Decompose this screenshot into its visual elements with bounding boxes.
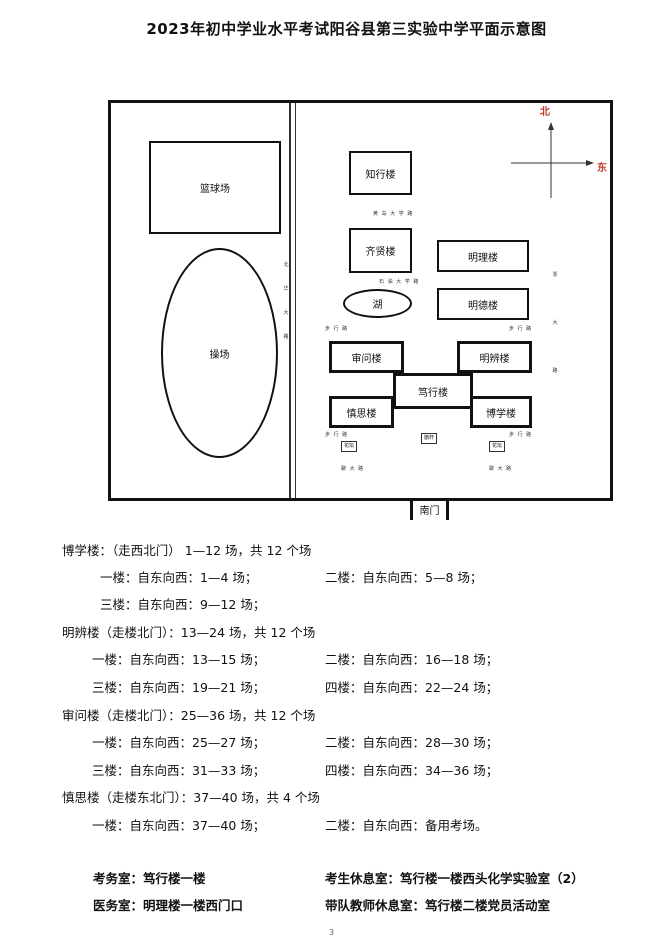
schedule-line: 二楼：自东向西：28—30 场； bbox=[325, 735, 499, 750]
schedule-line: 二楼：自东向西：5—8 场； bbox=[325, 570, 483, 585]
north-arrow-icon bbox=[548, 122, 554, 130]
flower-bed-right: 花坛 bbox=[489, 441, 506, 452]
divider-line-inner bbox=[295, 103, 296, 498]
page-number: 3 bbox=[328, 928, 335, 937]
schedule-boxue-title: 博学楼：（走西北门） 1—12 场，共 12 个场 bbox=[62, 543, 312, 558]
exam-office: 考务室：笃行楼一楼 bbox=[93, 871, 206, 886]
schedule-line: 一楼：自东向西：13—15 场； bbox=[92, 652, 266, 667]
playground: 操场 bbox=[161, 248, 278, 458]
basketball-court: 篮球场 bbox=[149, 141, 281, 234]
gate-post-left bbox=[410, 498, 413, 520]
teacher-rest-room: 带队教师休息室：笃行楼二楼党员活动室 bbox=[325, 898, 551, 913]
building-duxing: 笃行楼 bbox=[393, 373, 473, 409]
road-liaoda-left: 聊 大 路 bbox=[341, 466, 365, 472]
road-shiyou: 石 油 大 学 路 bbox=[379, 279, 420, 285]
schedule-mingbian-title: 明辨楼（走楼北门）：13—24 场，共 12 个场 bbox=[62, 625, 316, 640]
south-gate-label: 南门 bbox=[419, 506, 440, 517]
road-beihua: 北 华 大 路 bbox=[283, 262, 289, 340]
schedule-line: 一楼：自东向西：25—27 场； bbox=[92, 735, 266, 750]
building-zhixing: 知行楼 bbox=[349, 151, 412, 195]
building-qixian: 齐贤楼 bbox=[349, 228, 412, 273]
gate-post-right bbox=[446, 498, 449, 520]
schedule-line: 一楼：自东向西：1—4 场； bbox=[100, 570, 258, 585]
schedule-line: 三楼：自东向西：31—33 场； bbox=[92, 763, 266, 778]
divider-line bbox=[289, 103, 291, 498]
road-walk-left2: 步 行 路 bbox=[325, 432, 349, 438]
compass bbox=[511, 122, 594, 198]
building-mingde: 明德楼 bbox=[437, 288, 529, 320]
campus-map: 篮球场 操场 知行楼 黄 岛 大 学 路 齐贤楼 明理楼 石 油 大 学 路 湖… bbox=[108, 100, 613, 501]
schedule-line: 一楼：自东向西：37—40 场； bbox=[92, 818, 266, 833]
clinic: 医务室：明理楼一楼西门口 bbox=[93, 898, 244, 913]
schedule-line: 四楼：自东向西：34—36 场； bbox=[325, 763, 499, 778]
building-shenwen: 审问楼 bbox=[329, 341, 404, 373]
building-shensi: 慎思楼 bbox=[329, 396, 394, 428]
road-walk-right2: 步 行 路 bbox=[509, 432, 533, 438]
schedule-line: 二楼：自东向西：16—18 场； bbox=[325, 652, 499, 667]
schedule-line: 二楼：自东向西：备用考场。 bbox=[325, 818, 488, 833]
schedule-shenwen-title: 审问楼（走楼北门）：25—36 场，共 12 个场 bbox=[62, 708, 316, 723]
road-walk-right: 步 行 路 bbox=[509, 326, 533, 332]
road-zhejiang: 浙 大 路 bbox=[552, 272, 558, 374]
road-walk-left: 步 行 路 bbox=[325, 326, 349, 332]
page-title: 2023年初中学业水平考试阳谷县第三实验中学平面示意图 bbox=[146, 20, 547, 38]
schedule-line: 四楼：自东向西：22—24 场； bbox=[325, 680, 499, 695]
schedule-line: 三楼：自东向西：19—21 场； bbox=[92, 680, 266, 695]
building-mingbian: 明辨楼 bbox=[457, 341, 532, 373]
building-mingli: 明理楼 bbox=[437, 240, 529, 272]
building-boxue: 博学楼 bbox=[470, 396, 532, 428]
east-arrow-icon bbox=[586, 160, 594, 166]
compass-east-label: 东 bbox=[597, 163, 607, 174]
flagpole: 旗杆 bbox=[421, 433, 438, 444]
compass-north-label: 北 bbox=[540, 107, 550, 118]
road-huangdao: 黄 岛 大 学 路 bbox=[373, 211, 414, 217]
flower-bed-left: 花坛 bbox=[341, 441, 358, 452]
lake: 湖 bbox=[343, 289, 412, 318]
student-rest-room: 考生休息室：笃行楼一楼西头化学实验室（2） bbox=[325, 871, 584, 886]
schedule-line: 三楼：自东向西：9—12 场； bbox=[100, 597, 266, 612]
schedule-shensi-title: 慎思楼（走楼东北门）：37—40 场，共 4 个场 bbox=[62, 790, 320, 805]
road-liaoda-right: 聊 大 路 bbox=[489, 466, 513, 472]
